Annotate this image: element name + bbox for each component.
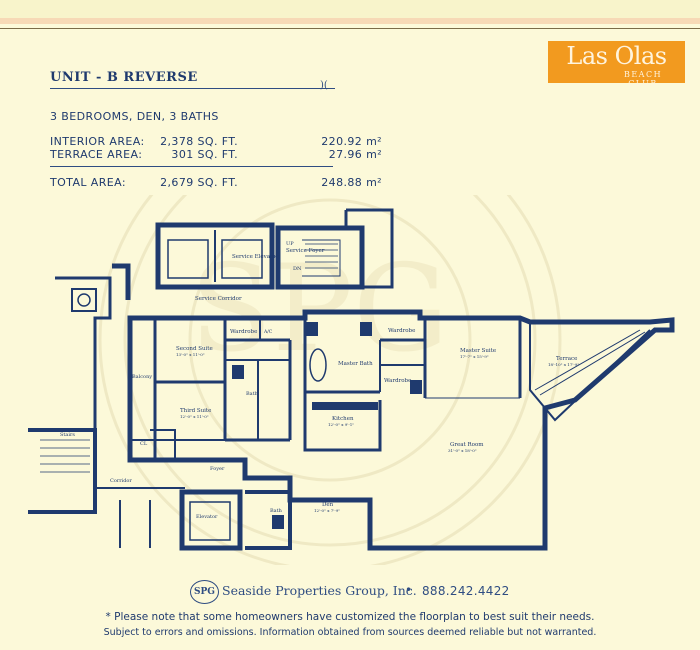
label-cl: CL	[140, 441, 148, 447]
label-elevator: Elevator	[196, 514, 218, 520]
customization-note: * Please note that some homeowners have …	[105, 611, 595, 623]
label-second-suite-dim: 13'-0" x 11'-0"	[176, 352, 205, 357]
terrace-area-m2: 27.96 m²	[328, 148, 382, 161]
footer-separator-icon: •	[405, 583, 413, 597]
label-third-suite: Third Suite	[180, 408, 211, 414]
label-service-corridor: Service Corridor	[195, 296, 242, 302]
label-great-room-dim: 31'-0" x 18'-0"	[448, 448, 477, 453]
total-area-row: TOTAL AREA: 2,679 SQ. FT. 248.88 m²	[50, 176, 382, 189]
label-wardrobe-second: Wardrobe	[230, 329, 257, 335]
terrace-area-row: TERRACE AREA: 301 SQ. FT. 27.96 m²	[50, 148, 382, 161]
label-kitchen-dim: 12'-0" x 9'-1"	[328, 422, 354, 427]
interior-area-row: INTERIOR AREA: 2,378 SQ. FT. 220.92 m²	[50, 135, 382, 148]
unit-title: UNIT - B REVERSE	[50, 70, 198, 85]
label-terrace: Terrace	[556, 356, 577, 362]
label-ac: A/C	[263, 329, 273, 335]
title-rule	[50, 88, 335, 89]
spg-logo-mark: SPG	[190, 580, 219, 604]
label-master-suite: Master Suite	[460, 348, 496, 354]
total-area-m2: 248.88 m²	[321, 176, 382, 189]
label-master-suite-dim: 17'-7" x 15'-9"	[460, 354, 489, 359]
label-balcony: Balcony	[132, 374, 152, 380]
logo-main-text: Las Olas	[566, 42, 667, 70]
label-den: Den	[322, 502, 334, 508]
company-phone: 888.242.4422	[422, 584, 510, 598]
terrace-area-label: TERRACE AREA:	[50, 148, 143, 161]
label-foyer: Foyer	[210, 466, 225, 472]
label-den-dim: 12'-0" x 7'-9"	[314, 508, 340, 513]
header-divider	[0, 28, 700, 29]
total-area-sqft: 2,679 SQ. FT.	[160, 176, 238, 189]
label-bath-den: Bath	[270, 508, 283, 514]
label-up: UP	[286, 241, 294, 247]
terrace-area-sqft: 301 SQ. FT.	[171, 148, 238, 161]
las-olas-logo: Las Olas BEACH CLUB	[548, 41, 685, 88]
interior-area-label: INTERIOR AREA:	[50, 135, 145, 148]
label-terrace-dim: 18'-10" x 17'-9"	[548, 362, 579, 367]
label-master-bath: Master Bath	[338, 361, 373, 367]
label-second-suite: Second Suite	[176, 346, 213, 352]
interior-area-m2: 220.92 m²	[321, 135, 382, 148]
label-great-room: Great Room	[450, 442, 484, 448]
area-rule	[50, 166, 333, 167]
top-strip	[0, 0, 700, 24]
logo-sub-text: BEACH CLUB	[623, 70, 663, 88]
label-third-suite-dim: 12'-0" x 11'-0"	[180, 414, 209, 419]
label-bath-second: Bath	[246, 391, 259, 397]
total-area-label: TOTAL AREA:	[50, 176, 126, 189]
floor-plan: SPG	[28, 195, 675, 565]
label-dn: DN	[293, 266, 302, 272]
label-kitchen: Kitchen	[332, 416, 354, 422]
label-stairs: Stairs	[60, 432, 75, 438]
label-wardrobe-master-2: Wardrobe	[384, 378, 411, 384]
label-service-foyer: Service Foyer	[286, 248, 325, 254]
label-corridor: Corridor	[110, 478, 132, 484]
title-ornament-icon: )(	[320, 80, 328, 91]
rooms-summary: 3 BEDROOMS, DEN, 3 BATHS	[50, 110, 219, 123]
interior-area-sqft: 2,378 SQ. FT.	[160, 135, 238, 148]
watermark-seal	[98, 195, 562, 565]
label-wardrobe-master-1: Wardrobe	[388, 328, 415, 334]
company-name: Seaside Properties Group, Inc.	[222, 583, 417, 598]
disclaimer: Subject to errors and omissions. Informa…	[103, 627, 597, 638]
label-service-elevator: Service Elevator	[232, 254, 279, 260]
